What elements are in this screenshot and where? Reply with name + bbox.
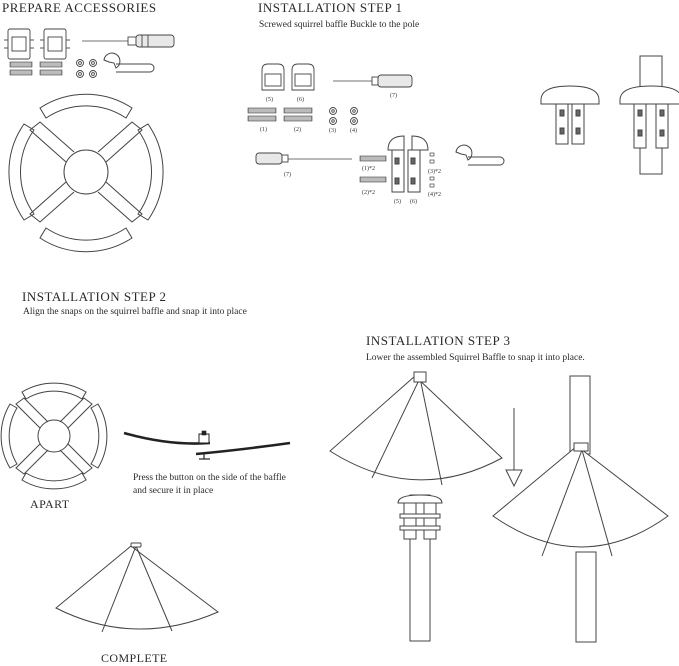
step1-screwdriver-2 (255, 152, 352, 165)
step1-screwdriver (333, 74, 413, 88)
step2-title: INSTALLATION STEP 2 (22, 289, 167, 304)
step3-final-pole (569, 375, 597, 643)
nut-icon (76, 59, 84, 67)
step1-small-nuts (429, 152, 435, 188)
wrench-icon (103, 52, 155, 73)
step3-description: Lower the assembled Squirrel Baffle to s… (366, 353, 585, 363)
step1-bracket-closeup (540, 85, 600, 145)
screw-icon (39, 69, 63, 76)
step1-title: INSTALLATION STEP 1 (258, 0, 403, 15)
arrow-down-icon (505, 408, 523, 488)
part-label-7: (7) (390, 92, 397, 99)
part-label-3: (3) (329, 127, 336, 134)
screwdriver-icon (82, 34, 175, 48)
part-label-5b: (5) (394, 198, 401, 205)
step1-assembled-bracket (387, 135, 429, 193)
step2-note-line1: Press the button on the side of the baff… (133, 473, 286, 483)
screw-icon (39, 61, 63, 68)
prepare-screws (9, 61, 63, 76)
step3-pole-left (397, 494, 443, 642)
step1-brackets (261, 63, 315, 91)
part-label-1x2: (1)*2 (362, 165, 375, 172)
bracket-icon (291, 63, 315, 91)
step2-description: Align the snaps on the squirrel baffle a… (23, 307, 247, 317)
part-label-1: (1) (260, 126, 267, 133)
prepare-accessories-title: PREPARE ACCESSORIES (2, 0, 157, 15)
prepare-baffle-parts (8, 93, 164, 253)
step1-pole-with-bracket (619, 55, 679, 175)
prepare-nuts (76, 59, 97, 78)
part-label-6b: (6) (410, 198, 417, 205)
bracket-icon (40, 28, 70, 60)
washer-icon (89, 70, 97, 78)
nut-icon (89, 59, 97, 67)
step2-apart-baffle (0, 382, 108, 490)
part-label-2: (2) (294, 126, 301, 133)
part-label-7b: (7) (284, 171, 291, 178)
step2-note-line2: and secure it in place (133, 486, 214, 496)
part-label-3x2: (3)*2 (428, 168, 441, 175)
part-label-4x2: (4)*2 (428, 191, 441, 198)
step1-wrench (455, 144, 505, 166)
bracket-icon (4, 28, 34, 60)
part-label-4: (4) (350, 127, 357, 134)
step3-raised-cone (329, 371, 503, 486)
step3-final-cone (492, 442, 669, 557)
step3-title: INSTALLATION STEP 3 (366, 333, 511, 348)
step2-snap-detail (123, 430, 291, 460)
complete-label: COMPLETE (101, 651, 168, 665)
washer-icon (76, 70, 84, 78)
screw-icon (9, 69, 33, 76)
step1-description: Screwed squirrel baffle Buckle to the po… (259, 20, 420, 30)
part-label-5: (5) (266, 96, 273, 103)
part-label-2x2: (2)*2 (362, 189, 375, 196)
prepare-brackets (4, 28, 70, 60)
bracket-icon (261, 63, 285, 91)
step1-nuts (329, 107, 358, 125)
part-label-6: (6) (297, 96, 304, 103)
apart-label: APART (30, 497, 70, 511)
step1-screws (247, 107, 313, 122)
complete-cone (55, 542, 219, 633)
screw-icon (9, 61, 33, 68)
